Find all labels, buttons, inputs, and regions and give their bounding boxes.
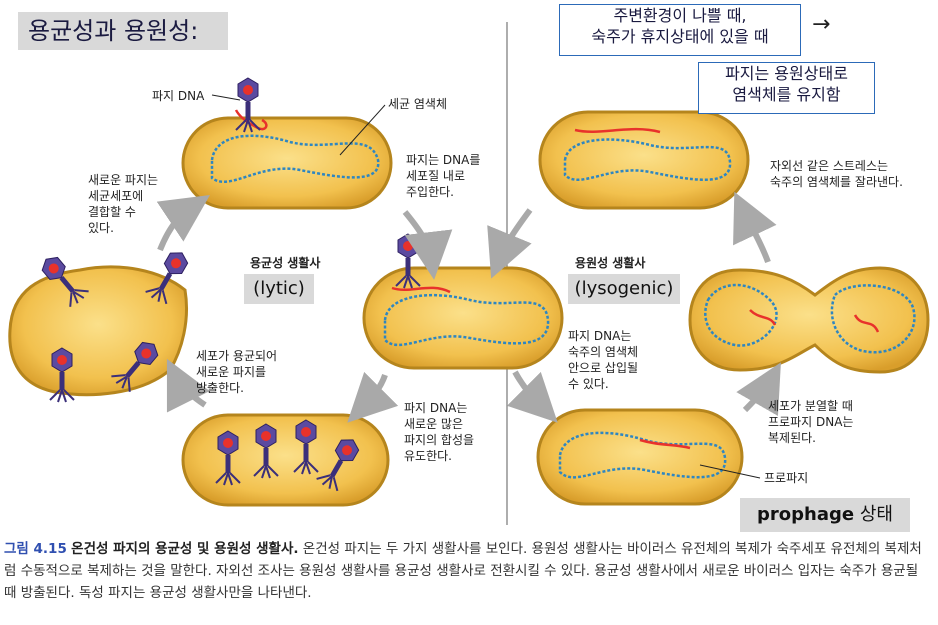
- text-line: 파지는 DNA를: [406, 153, 481, 167]
- environment-note: 주변환경이 나쁠 때, 숙주가 휴지상태에 있을 때: [559, 4, 801, 56]
- lysogen-note: 파지는 용원상태로 염색체를 유지함: [698, 62, 875, 114]
- label-synthesis: 파지 DNA는 새로운 많은 파지의 합성을 유도한다.: [404, 400, 474, 464]
- page-title: 용균성과 용원성:: [18, 12, 228, 50]
- note-line-1: 주변환경이 나쁠 때,: [613, 6, 747, 25]
- figure-caption: 그림 4.15 온건성 파지의 용균성 및 용원성 생활사. 온건성 파지는 두…: [4, 538, 934, 604]
- caption-title: 온건성 파지의 용균성 및 용원성 생활사.: [71, 541, 299, 557]
- right-arrow-icon: →: [812, 12, 831, 37]
- lifecycle-diagram: [8, 22, 930, 525]
- caption-body: 온건성 파지는 두 가지 생활사를 보인다. 용원성 생활사는 바이러스 유전체…: [4, 541, 922, 601]
- text-line: 세포가 분열할 때: [768, 399, 853, 413]
- text-line: 프로파지 DNA는: [768, 415, 854, 429]
- text-line: 세포질 내로: [406, 169, 466, 183]
- text-line: 세포가 용균되어: [196, 349, 278, 363]
- note-line-2: 염색체를 유지함: [732, 85, 841, 104]
- text-line: 새로운 파지를: [196, 365, 267, 379]
- note-line-1: 파지는 용원상태로: [725, 64, 848, 83]
- text-line: 세균세포에: [88, 189, 144, 203]
- text-line: 새로운 많은: [404, 417, 464, 431]
- leader-phage-dna: [211, 94, 241, 101]
- text-line: 숙주의 염색체를 잘라낸다.: [770, 175, 903, 189]
- cell-stress: [538, 110, 750, 210]
- cell-synthesis: [181, 413, 390, 507]
- cell-dividing: [688, 266, 930, 374]
- cell-prophage: [536, 408, 761, 506]
- text-line: 파지의 합성을: [404, 433, 475, 447]
- prophage-rest: 상태: [854, 504, 893, 525]
- label-new-phage: 새로운 파지는 세균세포에 결합할 수 있다.: [88, 172, 158, 236]
- label-inject: 파지는 DNA를 세포질 내로 주입한다.: [406, 152, 480, 200]
- text-line: 새로운 파지는: [88, 173, 159, 187]
- label-integrate: 파지 DNA는 숙주의 염색체 안으로 삽입될 수 있다.: [568, 328, 638, 392]
- caption-figure-number: 그림 4.15: [4, 541, 67, 557]
- label-replicate: 세포가 분열할 때 프로파지 DNA는 복제된다.: [768, 398, 853, 446]
- cell-center: [362, 233, 564, 370]
- cell-lysed: [8, 245, 194, 403]
- text-line: 파지 DNA는: [568, 329, 632, 343]
- text-line: 주입한다.: [406, 185, 454, 199]
- text-line: 방출한다.: [196, 381, 244, 395]
- label-bacterial-chromosome: 세균 염색체: [388, 97, 448, 111]
- text-line: 숙주의 염색체: [568, 345, 639, 359]
- text-line: 있다.: [88, 221, 114, 235]
- text-line: 파지 DNA는: [404, 401, 468, 415]
- prophage-bold: prophage: [757, 504, 855, 525]
- text-line: 자외선 같은 스트레스는: [770, 159, 889, 173]
- tag-lysogenic: (lysogenic): [568, 274, 680, 304]
- text-line: 수 있다.: [568, 377, 609, 391]
- tag-prophage-state: prophage 상태: [740, 498, 910, 532]
- text-line: 결합할 수: [88, 205, 136, 219]
- label-prophage: 프로파지: [764, 471, 809, 485]
- label-stress: 자외선 같은 스트레스는 숙주의 염색체를 잘라낸다.: [770, 158, 903, 190]
- text-line: 복제된다.: [768, 431, 816, 445]
- label-phage-dna: 파지 DNA: [152, 89, 205, 103]
- tag-lytic: (lytic): [244, 274, 314, 304]
- label-lysis: 세포가 용균되어 새로운 파지를 방출한다.: [196, 348, 277, 396]
- cycle-arrows: [156, 191, 781, 423]
- note-line-2: 숙주가 휴지상태에 있을 때: [591, 27, 769, 46]
- label-lysogenic-cycle: 용원성 생활사: [575, 256, 646, 270]
- leader-chromosome: [339, 104, 386, 156]
- text-line: 안으로 삽입될: [568, 361, 639, 375]
- text-line: 유도한다.: [404, 449, 452, 463]
- cell-infection: [181, 77, 393, 210]
- label-lytic-cycle: 용균성 생활사: [250, 256, 321, 270]
